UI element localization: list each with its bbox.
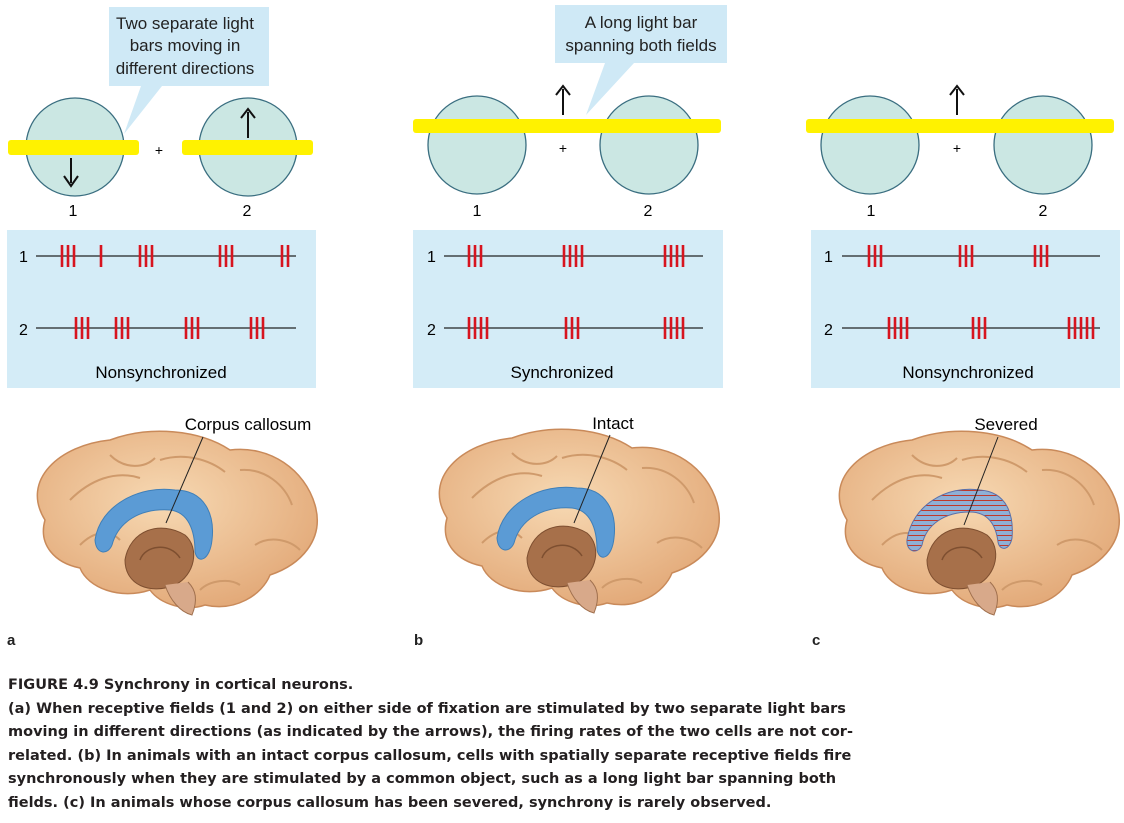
caption-title: FIGURE 4.9 Synchrony in cortical neurons… xyxy=(8,677,354,693)
figure-caption: FIGURE 4.9 Synchrony in cortical neurons… xyxy=(8,674,1108,815)
light-bar-1 xyxy=(8,140,139,155)
callout-a: Two separate light bars moving in differ… xyxy=(109,7,269,134)
corpus-callosum xyxy=(94,488,214,560)
field-label-2: 2 xyxy=(644,203,653,220)
spike-train-2 xyxy=(887,317,1095,339)
callout-b: A long light bar spanning both fields xyxy=(555,5,727,115)
plus-sign: + xyxy=(155,142,163,158)
train-label-2: 2 xyxy=(19,322,28,339)
callout-b-line-1: A long light bar xyxy=(585,13,698,32)
receptive-field-1 xyxy=(820,95,920,195)
train-label-2: 2 xyxy=(824,322,833,339)
train-label-1: 1 xyxy=(824,249,833,266)
caption-line: synchronously when they are stimulated b… xyxy=(8,771,837,787)
caption-line: moving in different directions (as indic… xyxy=(8,724,853,740)
caption-body: (a) When receptive fields (1 and 2) on e… xyxy=(8,698,1108,816)
brain-label: Intact xyxy=(592,414,634,433)
caption-line: related. (b) In animals with an intact c… xyxy=(8,747,852,764)
spike-train-1 xyxy=(467,245,685,267)
panel-letter-c: c xyxy=(812,632,821,649)
up-arrow-icon xyxy=(949,84,965,115)
plus-sign: + xyxy=(559,140,567,156)
train-label-1: 1 xyxy=(19,249,28,266)
long-light-bar xyxy=(413,119,721,133)
light-bar-2 xyxy=(182,140,313,155)
label-leader xyxy=(963,436,999,526)
caption-line: fields. (c) In animals whose corpus call… xyxy=(8,794,772,811)
severed-corpus-callosum xyxy=(906,488,1013,552)
brain-a: Corpus callosum xyxy=(36,415,318,616)
field-label-2: 2 xyxy=(243,203,252,220)
panel-letter-a: a xyxy=(7,632,16,649)
spike-box-a: 1 2 Nonsynchronized xyxy=(7,230,316,388)
label-leader xyxy=(573,434,611,524)
callout-b-line-2: spanning both fields xyxy=(565,36,716,55)
spike-train-2 xyxy=(467,317,685,339)
brain-label: Corpus callosum xyxy=(185,415,312,434)
down-arrow-icon xyxy=(63,158,79,188)
corpus-callosum xyxy=(496,486,616,558)
train-label-2: 2 xyxy=(427,322,436,339)
spike-train-1 xyxy=(867,245,1049,267)
train-label-1: 1 xyxy=(427,249,436,266)
panel-a-fields: + 1 2 xyxy=(8,97,313,220)
long-light-bar xyxy=(806,119,1114,133)
receptive-field-2 xyxy=(993,95,1093,195)
panel-b-fields: + 1 2 xyxy=(413,84,721,220)
callout-a-line-3: different directions xyxy=(116,59,255,78)
callout-a-line-1: Two separate light xyxy=(116,14,254,33)
brain-b: Intact xyxy=(438,414,720,614)
brain-c: Severed xyxy=(838,415,1120,616)
panel-c-fields: + 1 2 xyxy=(806,84,1114,220)
status-label: Synchronized xyxy=(510,363,613,382)
up-arrow-icon xyxy=(555,84,571,115)
status-label: Nonsynchronized xyxy=(95,363,226,382)
spike-box-c: 1 2 Nonsynchronized xyxy=(811,230,1120,388)
panel-letter-b: b xyxy=(414,632,424,649)
receptive-field-2 xyxy=(599,95,699,195)
spike-train-1 xyxy=(60,245,290,267)
receptive-field-1 xyxy=(427,95,527,195)
spike-train-2 xyxy=(74,317,265,339)
caption-line: (a) When receptive fields (1 and 2) on e… xyxy=(8,700,846,717)
spike-box-b: 1 2 Synchronized xyxy=(413,230,723,388)
field-label-1: 1 xyxy=(867,203,876,220)
plus-sign: + xyxy=(953,140,961,156)
brain-label: Severed xyxy=(974,415,1037,434)
up-arrow-icon xyxy=(240,107,256,138)
callout-a-line-2: bars moving in xyxy=(130,36,241,55)
label-leader xyxy=(165,436,204,524)
field-label-1: 1 xyxy=(69,203,78,220)
field-label-1: 1 xyxy=(473,203,482,220)
status-label: Nonsynchronized xyxy=(902,363,1033,382)
field-label-2: 2 xyxy=(1039,203,1048,220)
